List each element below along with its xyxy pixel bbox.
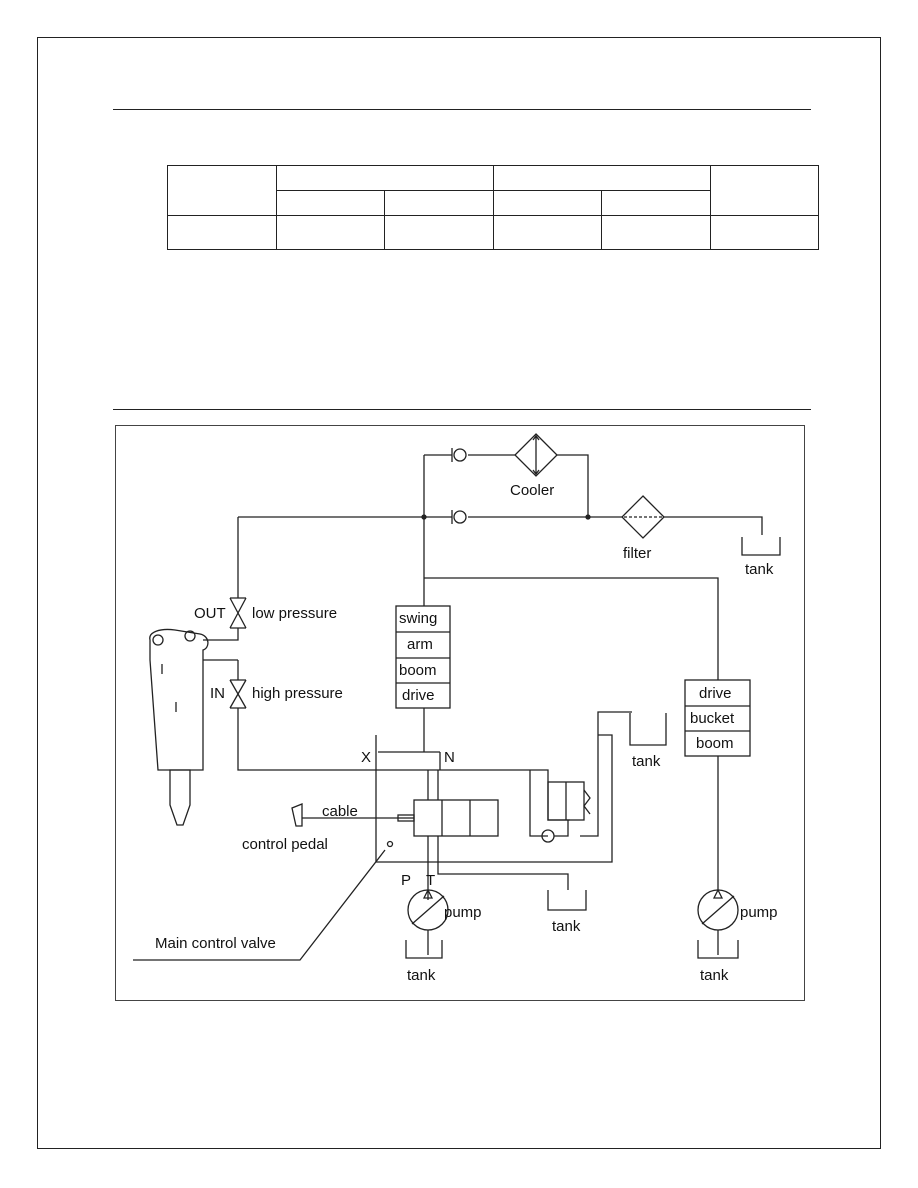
table-cell	[384, 190, 494, 216]
stack-label: arm	[407, 636, 433, 653]
control-pedal-label: control pedal	[242, 836, 328, 853]
table-cell	[601, 215, 711, 250]
out-label: OUT	[194, 605, 226, 622]
tank-label: tank	[407, 967, 436, 984]
cooler-icon	[514, 433, 558, 477]
table-cell	[275, 215, 385, 250]
stack-label: boom	[696, 735, 734, 752]
stack-label: swing	[399, 610, 437, 627]
tank-icon	[741, 537, 781, 556]
center-stack-box	[395, 605, 451, 709]
low-pressure-label: low pressure	[252, 605, 337, 622]
high-pressure-label: high pressure	[252, 685, 343, 702]
p-port-label: P	[401, 872, 411, 889]
page-frame	[37, 37, 881, 1149]
table-cell	[709, 215, 819, 250]
spec-table	[167, 165, 819, 250]
high-pressure-line	[237, 660, 420, 771]
tank-icon	[405, 930, 443, 959]
diagram-frame	[115, 425, 805, 1001]
x-port-label: X	[361, 749, 371, 766]
pump-label: pump	[444, 904, 482, 921]
low-pressure-valve-icon	[229, 597, 247, 629]
in-label: IN	[210, 685, 225, 702]
cooler-line	[424, 454, 589, 517]
stack-label: boom	[399, 662, 437, 679]
top-rule	[113, 109, 811, 110]
check-valve-icon	[453, 448, 467, 462]
low-pressure-line	[203, 517, 239, 641]
high-pressure-valve-icon	[229, 679, 247, 709]
breaker-icon	[149, 628, 209, 771]
stack-label: bucket	[690, 710, 735, 727]
tank-icon	[697, 930, 739, 959]
cooler-label: Cooler	[510, 482, 554, 499]
tank-label: tank	[632, 753, 661, 770]
stack-label: drive	[699, 685, 732, 702]
table-cell	[275, 190, 385, 216]
main-spool-icon	[413, 799, 499, 837]
leader-line	[133, 849, 386, 961]
n-port-label: N	[444, 749, 455, 766]
tank-label: tank	[700, 967, 729, 984]
tank-label: tank	[552, 918, 581, 935]
drive-supply-line	[424, 577, 719, 680]
filter-label: filter	[623, 545, 651, 562]
cable-label: cable	[322, 803, 358, 820]
table-cell	[709, 165, 819, 216]
section-rule	[113, 409, 811, 410]
return-line	[238, 516, 763, 535]
control-pedal-icon	[291, 803, 303, 827]
t-port-label: T	[426, 872, 435, 889]
table-cell	[167, 215, 277, 250]
table-cell	[384, 215, 494, 250]
tank-icon	[629, 713, 667, 746]
check-valve-icon	[453, 510, 467, 524]
main-control-valve-label: Main control valve	[155, 935, 276, 952]
stack-label: drive	[402, 687, 435, 704]
filter-icon	[621, 495, 665, 539]
table-cell	[492, 190, 602, 216]
pump-label: pump	[740, 904, 778, 921]
tank-label: tank	[745, 561, 774, 578]
table-cell	[492, 215, 602, 250]
tank-icon	[547, 890, 587, 911]
table-cell	[275, 165, 494, 191]
table-cell	[167, 165, 277, 216]
